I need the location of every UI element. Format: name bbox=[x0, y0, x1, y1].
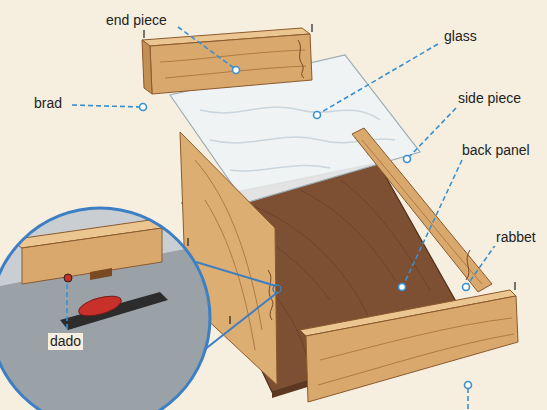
inset-circle bbox=[0, 208, 210, 410]
end-piece-bottom bbox=[300, 290, 518, 402]
part-label: brad bbox=[32, 95, 64, 112]
zoom-target bbox=[273, 285, 281, 293]
zoom-lines bbox=[196, 262, 278, 350]
part-label: back panel bbox=[460, 142, 532, 159]
leader-dots bbox=[140, 67, 472, 389]
saw-inset bbox=[0, 200, 230, 410]
end-piece-top bbox=[142, 28, 312, 94]
part-label: side piece bbox=[456, 90, 523, 107]
part-label: end piece bbox=[104, 12, 169, 29]
part-label: rabbet bbox=[494, 229, 538, 246]
part-label: dado bbox=[48, 333, 83, 350]
part-label: glass bbox=[442, 28, 479, 45]
leader-lines bbox=[67, 27, 496, 410]
